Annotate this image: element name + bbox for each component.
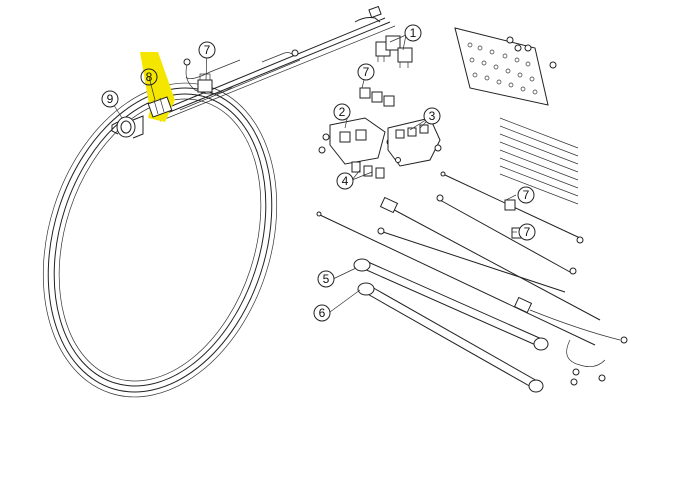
callout-4: 4 [336,172,354,190]
grommet-part [111,115,144,139]
blade-fuses [351,161,385,179]
cable-ties [499,117,579,205]
svg-text:7: 7 [363,65,370,79]
callout-5: 5 [317,270,335,288]
callout-7-top-left: 7 [198,41,216,59]
svg-text:2: 2 [339,105,346,119]
wire-pieces-right [316,171,628,386]
svg-text:3: 3 [429,109,436,123]
battery-cables [353,258,549,393]
callout-7-relays: 7 [357,63,375,81]
leader-lines [109,34,517,313]
callout-7-right-upper: 7 [517,186,535,204]
svg-text:5: 5 [323,272,330,286]
svg-text:7: 7 [204,43,211,57]
callout-6: 6 [313,304,331,322]
relay-sockets [387,117,442,167]
svg-text:7: 7 [524,225,531,239]
mounting-plate [454,27,557,106]
svg-text:4: 4 [342,174,349,188]
fuse-block [318,117,394,165]
svg-text:8: 8 [146,70,153,84]
callout-1: 1 [404,24,422,42]
screws [506,36,557,69]
callout-7-right-lower: 7 [518,223,536,241]
harness-upper-run [149,5,396,122]
highlighted-connector [140,52,175,122]
relay-set [375,35,413,68]
svg-text:6: 6 [319,306,326,320]
callout-2: 2 [333,103,351,121]
callout-3: 3 [423,107,441,125]
svg-text:1: 1 [410,26,417,40]
callout-9: 9 [101,90,119,108]
mini-relays [359,87,395,107]
svg-text:9: 9 [107,92,114,106]
svg-text:7: 7 [523,188,530,202]
callouts: 1 2 3 4 5 6 7 7 [101,24,536,322]
callout-8: 8 [140,68,158,86]
